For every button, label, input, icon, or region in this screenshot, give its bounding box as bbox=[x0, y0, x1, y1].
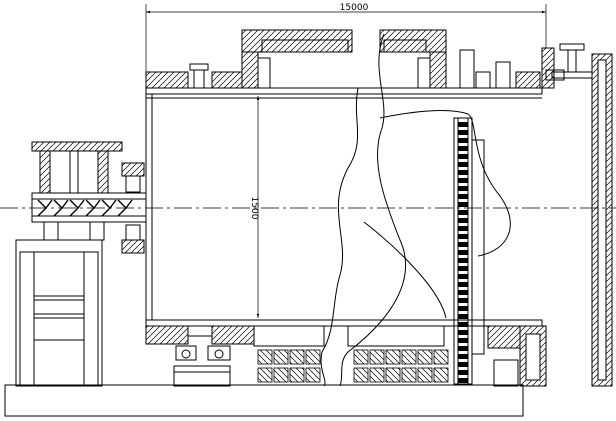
chain-link bbox=[458, 282, 468, 287]
heater-tile bbox=[385, 349, 401, 365]
chain-link bbox=[458, 298, 468, 303]
chain-link bbox=[458, 250, 468, 255]
bottom-heater-tiles bbox=[257, 349, 449, 383]
break-line-1 bbox=[320, 87, 359, 387]
break-line-4 bbox=[379, 110, 511, 257]
heater-tile bbox=[369, 367, 385, 383]
chain-link bbox=[458, 322, 468, 327]
heater-tile bbox=[257, 367, 273, 383]
heater-tile bbox=[273, 349, 289, 365]
chain-link bbox=[458, 354, 468, 359]
chain-link bbox=[458, 234, 468, 239]
chain-link bbox=[458, 218, 468, 223]
right-end-casing bbox=[487, 43, 613, 387]
drum-top-insulation bbox=[145, 29, 541, 89]
chain-link bbox=[458, 266, 468, 271]
chain-link bbox=[458, 362, 468, 367]
length-dimension bbox=[145, 4, 547, 72]
chain-link bbox=[458, 202, 468, 207]
heater-tile bbox=[417, 349, 433, 365]
heater-tile bbox=[369, 349, 385, 365]
chain-link bbox=[458, 370, 468, 375]
chain-link bbox=[458, 186, 468, 191]
length-dimension-label: 15000 bbox=[340, 3, 369, 13]
base-plate bbox=[4, 384, 524, 417]
chain-link bbox=[458, 274, 468, 279]
heater-tile bbox=[433, 367, 449, 383]
chain-link bbox=[458, 226, 468, 231]
diameter-dimension-label: 1500 bbox=[249, 197, 259, 220]
chain-link bbox=[458, 242, 468, 247]
chain-link bbox=[458, 290, 468, 295]
chain-link bbox=[458, 130, 468, 135]
chain-link bbox=[458, 306, 468, 311]
drum-shell bbox=[145, 87, 543, 327]
chain-link bbox=[458, 258, 468, 263]
feed-hopper bbox=[31, 141, 123, 194]
screw-conveyor bbox=[31, 192, 147, 241]
chain-link bbox=[458, 154, 468, 159]
chain-link bbox=[458, 210, 468, 215]
heater-tile bbox=[353, 349, 369, 365]
heater-tile bbox=[257, 349, 273, 365]
heater-tile bbox=[401, 367, 417, 383]
left-bearing-housing bbox=[121, 162, 145, 254]
heater-tile bbox=[273, 367, 289, 383]
heater-tile bbox=[353, 367, 369, 383]
chain-ring bbox=[453, 117, 485, 385]
drum-bottom-insulation bbox=[145, 325, 445, 347]
chain-link bbox=[458, 146, 468, 151]
break-line-2 bbox=[339, 33, 407, 387]
chain-link bbox=[458, 314, 468, 319]
chain-link bbox=[458, 330, 468, 335]
chain-link bbox=[458, 346, 468, 351]
heater-tile bbox=[401, 349, 417, 365]
chain-link bbox=[458, 338, 468, 343]
chain-link bbox=[458, 122, 468, 127]
break-line-3 bbox=[363, 221, 447, 319]
chain-links bbox=[458, 122, 468, 383]
chain-link bbox=[458, 178, 468, 183]
chain-link bbox=[458, 162, 468, 167]
chain-link bbox=[458, 170, 468, 175]
heater-tile bbox=[289, 367, 305, 383]
bottom-roller-supports bbox=[173, 345, 231, 387]
heater-tile bbox=[417, 367, 433, 383]
screw-flight bbox=[69, 199, 85, 217]
heater-tile bbox=[289, 349, 305, 365]
chain-link bbox=[458, 378, 468, 383]
chain-link bbox=[458, 138, 468, 143]
heater-tile bbox=[385, 367, 401, 383]
heater-tile bbox=[305, 349, 321, 365]
heater-tile bbox=[305, 367, 321, 383]
heater-tile bbox=[433, 349, 449, 365]
chain-link bbox=[458, 194, 468, 199]
left-support-frame bbox=[15, 239, 103, 387]
